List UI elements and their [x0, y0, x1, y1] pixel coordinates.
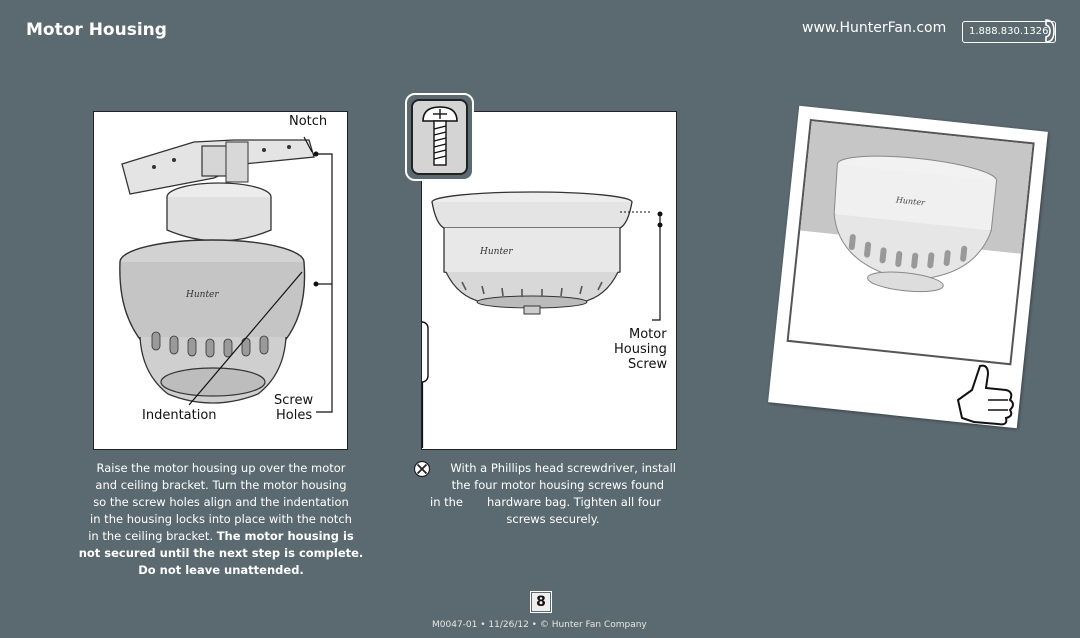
- caption2-line4: screws securely.: [506, 512, 600, 526]
- page-number: 8: [532, 593, 550, 611]
- caption2-line2: the four motor housing screws found: [451, 478, 664, 492]
- hardware-bag-icon: [413, 460, 431, 478]
- screw-inset-box: [405, 93, 474, 181]
- caption2-line3a: in the: [430, 495, 464, 509]
- caption1-warning-middle: not secured until the next step is compl…: [78, 546, 364, 560]
- caption2-line1: With a Phillips head screwdriver, instal…: [450, 461, 676, 475]
- housing-label: Housing: [614, 342, 667, 357]
- caption1-line2: and ceiling bracket. Turn the motor hous…: [95, 478, 347, 492]
- caption1-line5-text: in the ceiling bracket.: [88, 529, 214, 543]
- phone-number[interactable]: 1.888.830.1326: [962, 21, 1056, 43]
- caption1-warning-end: Do not leave unattended.: [138, 563, 304, 577]
- screw-install-drawing: Hunter: [422, 191, 663, 448]
- screw-icon: [422, 106, 458, 166]
- notch-label: Notch: [289, 114, 328, 129]
- caption2-line3: in the hardware bag. Tighten all four: [430, 494, 676, 511]
- motor-housing-drawing: Hunter: [119, 136, 333, 413]
- caption1-line3: so the screw holes align and the indenta…: [93, 495, 349, 509]
- footer-doc-info: M0047-01 • 11/26/12 • © Hunter Fan Compa…: [432, 620, 647, 630]
- indentation-label: Indentation: [142, 408, 217, 423]
- page-number-box: 8: [530, 591, 552, 613]
- caption1-warning-start: The motor housing is: [216, 529, 354, 543]
- installed-fan-photo: Hunter: [768, 105, 1048, 429]
- caption1-line7: Do not leave unattended.: [78, 562, 364, 579]
- caption1-line5: in the ceiling bracket. The motor housin…: [78, 528, 364, 545]
- step-instructions-screws: With a Phillips head screwdriver, instal…: [430, 460, 676, 528]
- hunter-logo-photo: Hunter: [894, 195, 926, 207]
- step-instructions-housing: Raise the motor housing up over the moto…: [78, 460, 364, 579]
- screw-label: Screw: [274, 393, 314, 408]
- fan-photo-drawing: Hunter: [833, 155, 998, 293]
- thumbs-up-icon: [956, 364, 1014, 426]
- caption2-line3b: hardware bag. Tighten all four: [487, 495, 661, 509]
- screw-label-2: Screw: [628, 357, 668, 372]
- caption1-line1: Raise the motor housing up over the moto…: [96, 461, 346, 475]
- hunter-logo-housing: Hunter: [185, 290, 219, 300]
- holes-label: Holes: [276, 408, 313, 423]
- page-title: Motor Housing: [26, 20, 167, 40]
- phone-handset-icon: [1045, 19, 1055, 43]
- caption1-line6: not secured until the next step is compl…: [78, 545, 364, 562]
- motor-label: Motor: [629, 327, 667, 342]
- hunter-logo-screw-panel: Hunter: [479, 247, 513, 257]
- caption1-line4: in the housing locks into place with the…: [90, 512, 352, 526]
- illustration-panel-housing: Hunter Notch Screw Holes Indentation: [93, 111, 348, 450]
- website-link[interactable]: www.HunterFan.com: [802, 20, 947, 36]
